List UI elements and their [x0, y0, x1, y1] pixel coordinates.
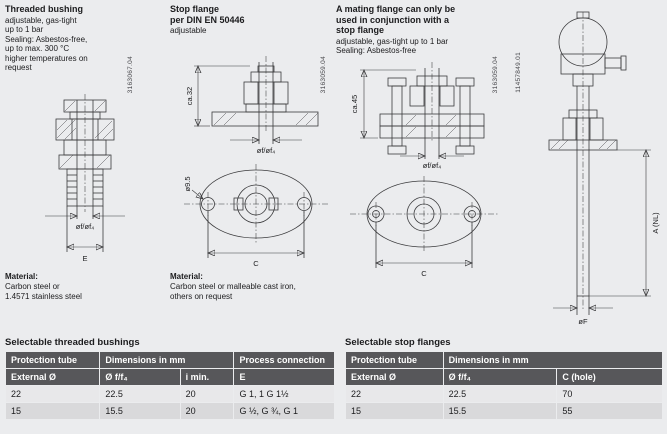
panel-description: adjustable, gas-tight up to 1 bar Sealin…	[5, 15, 88, 73]
table-row: 22 22.5 70	[346, 386, 662, 402]
stop-flange-top-view: ø9.5 C	[183, 164, 328, 268]
material-text: Carbon steel or malleable cast iron, oth…	[170, 282, 296, 301]
dim-label-f: øf/øf₄	[423, 161, 441, 170]
cell-f: 15.5	[443, 403, 557, 419]
cell-f: 22.5	[100, 386, 180, 402]
dim-label-f: øf/øf₄	[257, 146, 275, 155]
table-row: 15 15.5 20 G ½, G ¾, G 1	[6, 403, 334, 419]
cell-imin: 20	[180, 403, 234, 419]
col-header-dimensions: Dimensions in mm	[100, 352, 234, 368]
panel-description: adjustable	[170, 26, 207, 35]
mating-flange-top-view: C	[350, 176, 498, 278]
col-header-external-diameter: External Ø	[346, 369, 443, 385]
cell-external: 22	[6, 386, 100, 402]
material-block: Material: Carbon steel or 1.4571 stainle…	[5, 272, 82, 301]
table-subheader-row: External Ø Ø f/f₄ C (hole)	[346, 369, 662, 385]
panel-title: A mating flange can only be used in conj…	[336, 4, 456, 35]
cell-c: 70	[557, 386, 662, 402]
material-label: Material:	[5, 272, 38, 281]
dim-label-a-nl: A (NL)	[651, 212, 660, 234]
panel-threaded-bushing: Threaded bushing adjustable, gas-tight u…	[5, 4, 165, 334]
cell-process: G 1, 1 G 1½	[234, 386, 334, 402]
material-block: Material: Carbon steel or malleable cast…	[170, 272, 330, 301]
drawing-number: 3163067.04	[127, 56, 134, 94]
dim-label-ca32: ca.32	[185, 87, 194, 105]
stop-flange-side-view: ca.32 øf/øf₄	[185, 56, 319, 155]
cell-external: 15	[346, 403, 443, 419]
panel-mating-flange: A mating flange can only be used in conj…	[336, 4, 502, 334]
col-header-protection-tube: Protection tube	[346, 352, 443, 368]
dim-label-hole: ø9.5	[183, 176, 192, 191]
col-header-protection-tube: Protection tube	[6, 352, 100, 368]
table-row: 22 22.5 20 G 1, 1 G 1½	[6, 386, 334, 402]
cell-f: 22.5	[443, 386, 557, 402]
table-title-bushings: Selectable threaded bushings	[5, 337, 140, 348]
col-header-i-min: i min.	[180, 369, 234, 385]
mating-flange-side-view: ca.45 øf/øf₄	[350, 62, 485, 170]
panel-title: Threaded bushing	[5, 4, 84, 14]
cell-external: 15	[6, 403, 100, 419]
cell-process: G ½, G ¾, G 1	[234, 403, 334, 419]
panel-title: Stop flange per DIN EN 50446	[170, 4, 245, 25]
cell-external: 22	[346, 386, 443, 402]
stop-flanges-table: Protection tube Dimensions in mm Externa…	[345, 351, 663, 420]
col-header-c-hole: C (hole)	[557, 369, 662, 385]
cell-c: 55	[557, 403, 662, 419]
dim-label-c: C	[421, 269, 427, 278]
table-header-row: Protection tube Dimensions in mm	[346, 352, 662, 368]
material-label: Material:	[170, 272, 203, 281]
col-header-external-diameter: External Ø	[6, 369, 100, 385]
table-row: 15 15.5 55	[346, 403, 662, 419]
panel-description: adjustable, gas-tight up to 1 bar Sealin…	[336, 36, 449, 56]
dim-label-of: øF	[578, 317, 588, 326]
table-title-stop-flanges: Selectable stop flanges	[345, 337, 451, 348]
dim-label-ca45: ca.45	[350, 95, 359, 113]
col-header-process-connection: Process connection	[234, 352, 334, 368]
panel-stop-flange: Stop flange per DIN EN 50446 adjustable …	[170, 4, 332, 334]
cell-f: 15.5	[100, 403, 180, 419]
dim-label-e: E	[82, 254, 87, 263]
col-header-f: Ø f/f₄	[443, 369, 557, 385]
dim-label-f: øf/øf₄	[76, 222, 94, 231]
material-text: Carbon steel or 1.4571 stainless steel	[5, 282, 82, 301]
cell-imin: 20	[180, 386, 234, 402]
table-header-row: Protection tube Dimensions in mm Process…	[6, 352, 334, 368]
panel-assembly: 11457849.01 A (NL) øF	[505, 4, 665, 334]
table-subheader-row: External Ø Ø f/f₄ i min. E	[6, 369, 334, 385]
threaded-bushing-drawing: øf/øf₄ E	[45, 94, 125, 263]
threaded-bushings-table: Protection tube Dimensions in mm Process…	[5, 351, 335, 420]
col-header-e: E	[234, 369, 334, 385]
col-header-f: Ø f/f₄	[100, 369, 180, 385]
dim-label-c: C	[253, 259, 259, 268]
assembly-drawing: A (NL) øF	[548, 11, 660, 326]
col-header-dimensions: Dimensions in mm	[443, 352, 662, 368]
